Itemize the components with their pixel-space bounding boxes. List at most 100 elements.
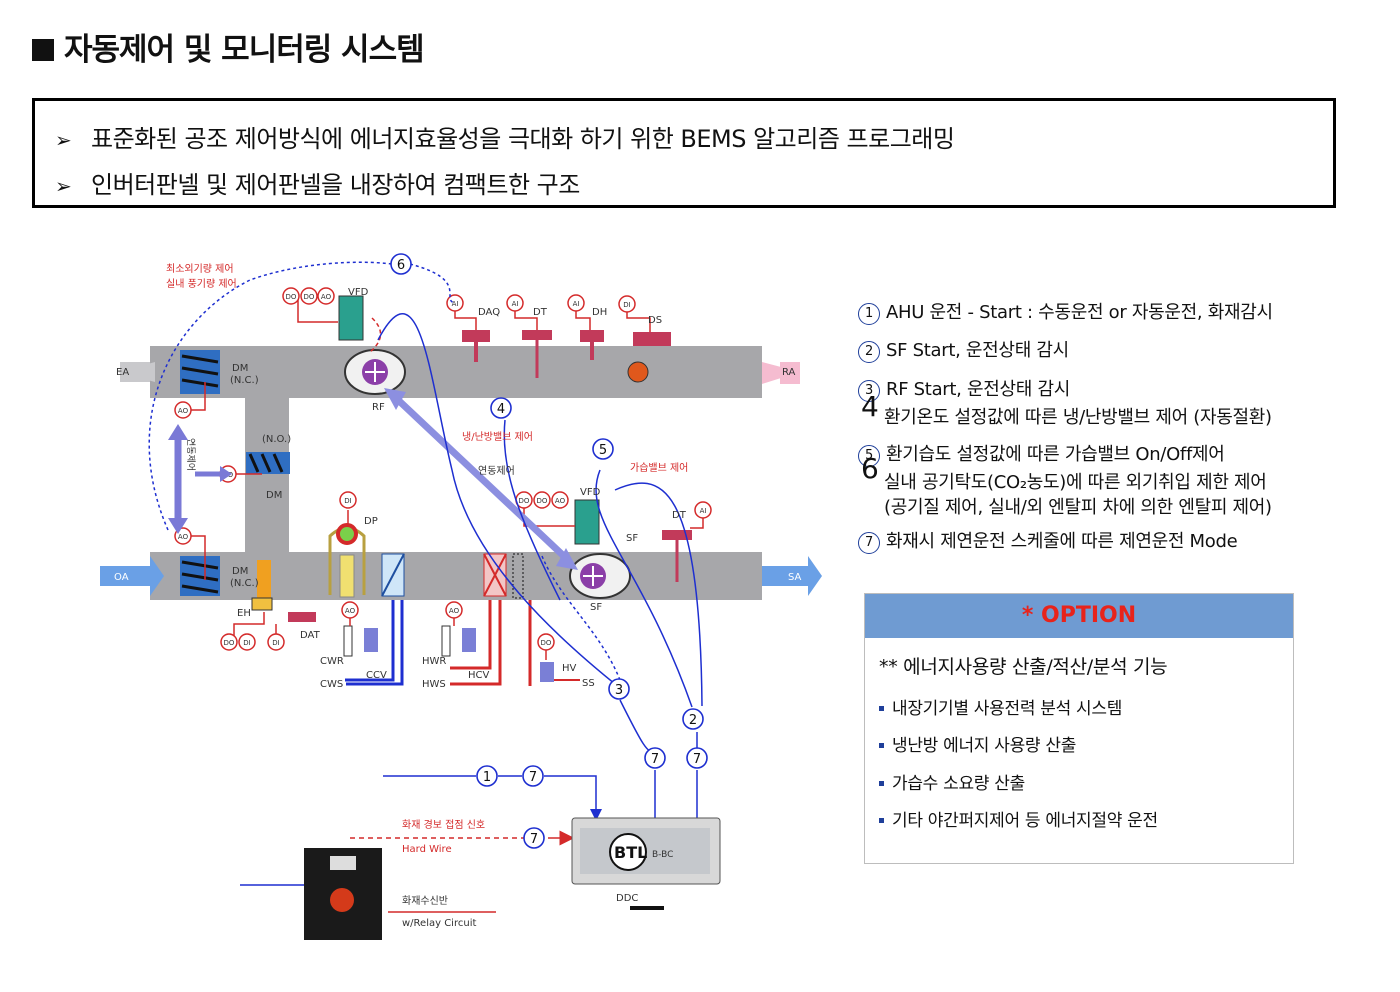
- label-dm-mid: DM: [266, 490, 282, 501]
- option-item-text: 가습수 소요량 산출: [892, 774, 1025, 794]
- thermometer-hw-icon: [441, 625, 451, 657]
- legend-number-4: 4: [861, 390, 879, 423]
- page-title-text: 자동제어 및 모니터링 시스템: [64, 32, 425, 68]
- legend-item-5: 5 환기습도 설정값에 따른 가습밸브 On/Off제어: [858, 440, 1225, 467]
- label-dh: DH: [592, 307, 607, 318]
- option-subtitle: ** 에너지사용량 산출/적산/분석 기능: [879, 656, 1168, 678]
- label-valve-ctrl: 냉/난방밸브 제어: [462, 431, 533, 443]
- marker-2: 2: [682, 708, 704, 730]
- marker-6: 6: [390, 253, 412, 275]
- marker-7: 7: [523, 827, 545, 849]
- arrow-bullet-icon: ➢: [55, 128, 72, 152]
- marker-7: 7: [644, 747, 666, 769]
- electric-heater-icon: [257, 560, 271, 598]
- ahu-control-diagram: AOAOAODODOAOAIAIAIDIDIAIDODOAODODIDIAOAO…: [100, 253, 822, 940]
- legend-item-6: 실내 공기탁도(CO₂농도)에 따른 외기취입 제한 제어: [884, 468, 1267, 494]
- svg-text:DO: DO: [537, 497, 548, 505]
- svg-text:AO: AO: [321, 293, 332, 301]
- option-item-text: 내장기기별 사용전력 분석 시스템: [892, 699, 1123, 719]
- control-point-di: DI: [618, 295, 636, 313]
- control-points: AOAOAODODOAOAIAIAIDIDIAIDODOAODODIDIAOAO…: [174, 287, 712, 651]
- coil-components: [257, 523, 524, 599]
- svg-text:DO: DO: [541, 639, 552, 647]
- option-panel: * OPTION ** 에너지사용량 산출/적산/분석 기능 내장기기별 사용전…: [864, 593, 1294, 864]
- return-fan-icon: [338, 295, 406, 395]
- label-min-oa-2: 실내 풍기량 제어: [166, 278, 237, 290]
- option-item: 냉난방 에너지 사용량 산출: [879, 731, 1076, 756]
- option-header: * OPTION: [865, 594, 1293, 638]
- label-nc-bottom: (N.C.): [230, 578, 259, 589]
- hcv-valve-icon: [462, 628, 476, 652]
- label-dat: DAT: [300, 630, 321, 641]
- label-oa: OA: [114, 572, 129, 583]
- bullet-icon: [879, 743, 884, 748]
- feature-text-1: 표준화된 공조 제어방식에 에너지효율성을 극대화 하기 위한 BEMS 알고리…: [91, 125, 955, 153]
- feature-line-2: ➢인버터판넬 및 제어판넬을 내장하여 컴팩트한 구조: [55, 165, 580, 200]
- control-point-do: DO: [300, 287, 318, 305]
- marker-3: 3: [608, 678, 630, 700]
- option-item-text: 냉난방 에너지 사용량 산출: [892, 736, 1077, 756]
- svg-text:AO: AO: [178, 407, 189, 415]
- label-link-vertical: 연동제어: [185, 438, 196, 471]
- svg-text:7: 7: [693, 752, 701, 767]
- dh-sensor-icon: [580, 330, 604, 342]
- legend-text-6b: (공기질 제어, 실내/외 엔탈피 차에 의한 엔탈피 제어): [884, 497, 1272, 518]
- label-fire-signal: 화재 경보 접점 신호: [402, 818, 485, 831]
- eh-relay-icon: [251, 597, 273, 611]
- svg-text:DI: DI: [243, 639, 250, 647]
- marker-5: 5: [592, 438, 614, 460]
- legend-text-7: 화재시 제연운전 스케줄에 따른 제연운전 Mode: [886, 531, 1238, 552]
- svg-text:7: 7: [530, 832, 538, 847]
- legend-text-6: 실내 공기탁도(CO₂농도)에 따른 외기취입 제한 제어: [884, 472, 1267, 493]
- legend-text-5: 환기습도 설정값에 따른 가습밸브 On/Off제어: [886, 444, 1225, 465]
- control-point-ao: AO: [317, 287, 335, 305]
- svg-text:DO: DO: [519, 497, 530, 505]
- label-dt-top: DT: [533, 307, 548, 318]
- label-hcv: HCV: [468, 670, 490, 681]
- label-vfd-top: VFD: [348, 287, 369, 298]
- bullet-icon: [879, 706, 884, 711]
- label-dm-top: DM: [232, 363, 248, 374]
- ds-smoke-detector-icon: [633, 332, 671, 346]
- bullet-icon: [879, 781, 884, 786]
- legend-number-7: 7: [858, 532, 880, 554]
- svg-text:2: 2: [689, 713, 697, 728]
- differential-pressure-icon: [336, 523, 358, 545]
- page-title: 자동제어 및 모니터링 시스템: [32, 24, 425, 69]
- svg-text:7: 7: [529, 770, 537, 785]
- svg-text:4: 4: [497, 402, 505, 417]
- svg-text:DO: DO: [304, 293, 315, 301]
- marker-7: 7: [686, 747, 708, 769]
- legend-number-5: 5: [858, 445, 880, 467]
- label-ra: RA: [782, 367, 796, 378]
- label-ddc-brand: BTL: [614, 843, 647, 862]
- option-item: 내장기기별 사용전력 분석 시스템: [879, 694, 1122, 719]
- feature-box: ➢ 표준화된 공조 제어방식에 에너지효율성을 극대화 하기 위한 BEMS 알고…: [32, 98, 1336, 208]
- ddc-controller-icon: [571, 817, 721, 910]
- label-min-oa-1: 최소외기량 제어: [166, 263, 234, 275]
- label-rf: RF: [372, 402, 385, 413]
- dat-sensor-icon: [288, 612, 316, 622]
- oa-arrow: [100, 556, 164, 596]
- label-eh: EH: [237, 608, 251, 619]
- svg-text:6: 6: [397, 258, 405, 273]
- label-ddc-model: B-BC: [652, 850, 673, 860]
- legend-text-4: 환기온도 설정값에 따른 냉/난방밸브 제어 (자동절환): [884, 407, 1272, 428]
- legend-text-3: RF Start, 운전상태 감시: [886, 379, 1070, 400]
- label-fire-panel: 화재수신반: [402, 895, 448, 907]
- label-no-mid: (N.O.): [262, 434, 291, 445]
- option-item-text: 기타 야간퍼지제어 등 에너지절약 운전: [892, 811, 1158, 831]
- feature-line-1: ➢ 표준화된 공조 제어방식에 에너지효율성을 극대화 하기 위한 BEMS 알고…: [55, 119, 955, 154]
- svg-text:AI: AI: [512, 300, 519, 308]
- marker-1: 1: [476, 765, 498, 787]
- svg-text:DI: DI: [272, 639, 279, 647]
- legend-item-6b: (공기질 제어, 실내/외 엔탈피 차에 의한 엔탈피 제어): [884, 493, 1272, 519]
- label-cws: CWS: [320, 679, 343, 690]
- control-point-do: DO: [537, 633, 555, 651]
- daq-actuator-icon: [462, 330, 490, 342]
- option-item: 기타 야간퍼지제어 등 에너지절약 운전: [879, 806, 1158, 831]
- label-sf-fan: SF: [590, 602, 602, 613]
- label-ea: EA: [116, 367, 129, 378]
- control-point-di: DI: [238, 633, 256, 651]
- svg-text:AI: AI: [452, 300, 459, 308]
